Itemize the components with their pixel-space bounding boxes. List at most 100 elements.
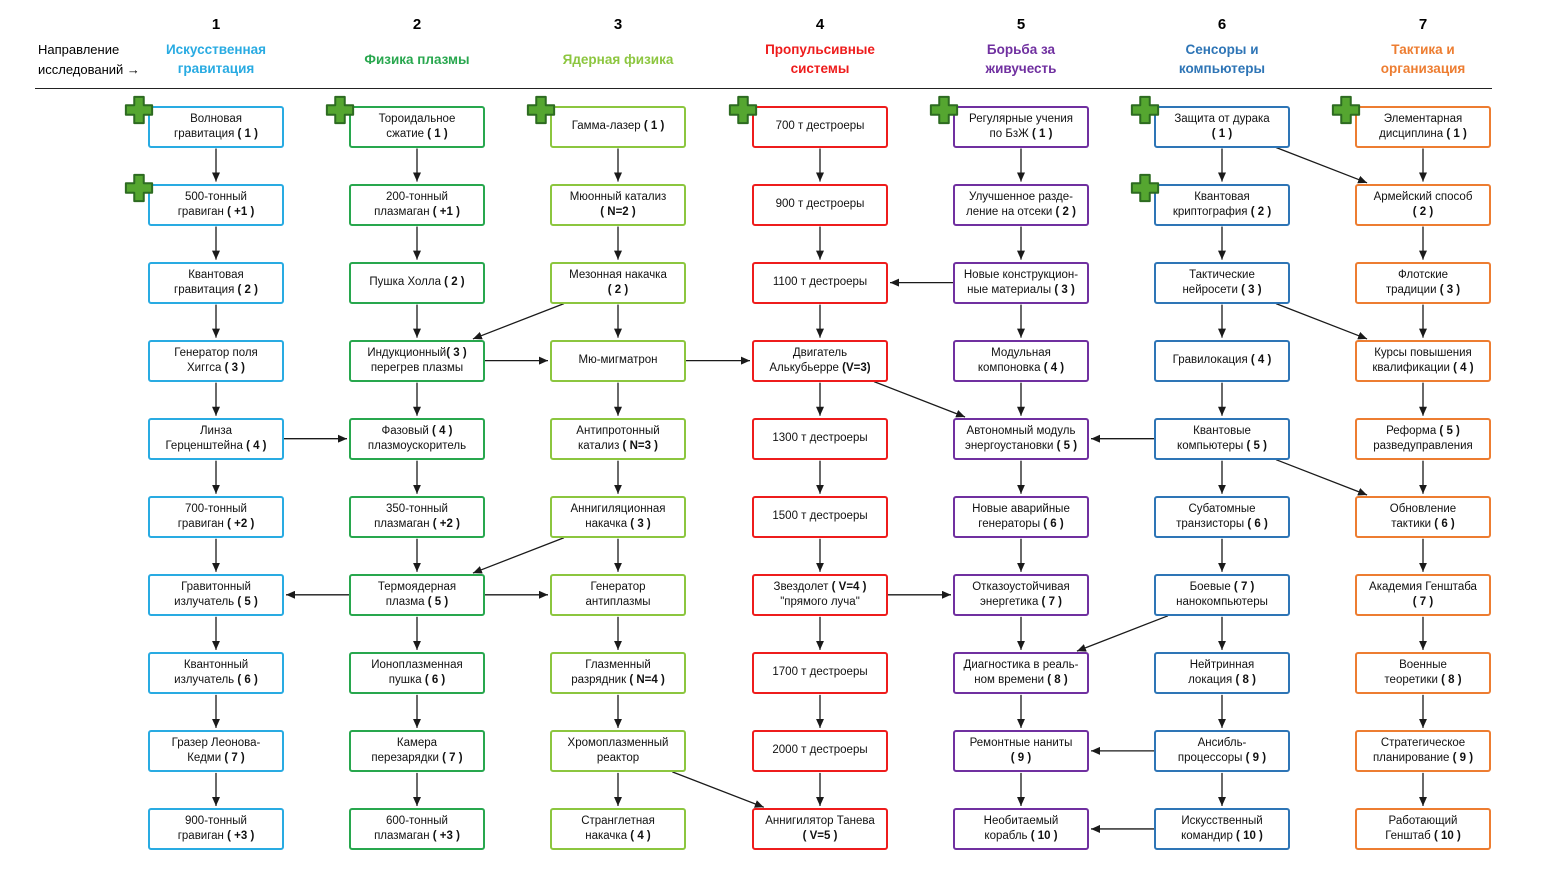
tech-node: 1700 т дестроеры bbox=[752, 651, 888, 694]
column-title: Тактика и организация bbox=[1348, 35, 1498, 85]
arrow bbox=[672, 771, 765, 808]
tech-node: Фазовый ( 4 )плазмоускоритель bbox=[349, 417, 485, 460]
arrow bbox=[873, 381, 966, 418]
tech-node: 1500 т дестроеры bbox=[752, 495, 888, 538]
plus-icon bbox=[728, 95, 758, 124]
column-title-line: Ядерная физика bbox=[562, 51, 674, 67]
column-number: 6 bbox=[1217, 16, 1227, 33]
column-title-line: живучесть bbox=[985, 61, 1057, 76]
column-title: Сенсоры и компьютеры bbox=[1147, 35, 1297, 85]
column-title-line: системы bbox=[790, 61, 850, 76]
tech-node: Мю-мигматрон bbox=[550, 339, 686, 382]
tech-node: Защита от дурака( 1 ) bbox=[1154, 105, 1290, 148]
column-title: Пропульсивные системы bbox=[745, 35, 895, 85]
tech-node: Мюонный катализ( N=2 ) bbox=[550, 183, 686, 226]
tech-node: 1300 т дестроеры bbox=[752, 417, 888, 460]
column-number: 2 bbox=[412, 16, 422, 33]
axis-label-line1: Направление bbox=[38, 42, 120, 57]
plus-icon bbox=[1331, 95, 1361, 124]
tech-node: Диагностика в реаль-ном времени ( 8 ) bbox=[953, 651, 1089, 694]
tech-node: Ансибль-процессоры ( 9 ) bbox=[1154, 729, 1290, 772]
column-number: 1 bbox=[211, 16, 221, 33]
column-title-line: гравитация bbox=[177, 61, 255, 76]
arrow bbox=[1275, 146, 1368, 184]
column-title-line: Пропульсивные bbox=[765, 42, 875, 58]
tech-node: Звездолет ( V=4 )"прямого луча" bbox=[752, 573, 888, 616]
column-title-line: Борьба за bbox=[986, 42, 1056, 58]
tech-node: Ремонтные наниты( 9 ) bbox=[953, 729, 1089, 772]
plus-icon bbox=[124, 173, 154, 202]
arrow bbox=[1275, 459, 1368, 496]
column-title-line: компьютеры bbox=[1178, 61, 1266, 76]
plus-icon bbox=[526, 95, 556, 124]
tech-node: 700 т дестроеры bbox=[752, 105, 888, 148]
tech-node: Академия Генштаба( 7 ) bbox=[1355, 573, 1491, 616]
arrow bbox=[1076, 615, 1169, 652]
column-number: 5 bbox=[1016, 16, 1026, 33]
column-title-line: организация bbox=[1380, 61, 1466, 76]
column-number: 7 bbox=[1418, 16, 1428, 33]
arrow bbox=[472, 537, 565, 574]
axis-label-line2: исследований → bbox=[38, 61, 140, 77]
tech-node: 900 т дестроеры bbox=[752, 183, 888, 226]
tech-node: Мезонная накачка( 2 ) bbox=[550, 261, 686, 304]
column-title-line: Физика плазмы bbox=[364, 51, 470, 67]
tech-node: Улучшенное разде-ление на отсеки ( 2 ) bbox=[953, 183, 1089, 226]
plus-icon bbox=[1130, 173, 1160, 202]
tech-node: Боевые ( 7 )нанокомпьютеры bbox=[1154, 573, 1290, 616]
column-number: 3 bbox=[613, 16, 623, 33]
plus-icon bbox=[1130, 95, 1160, 124]
column-title: Ядерная физика bbox=[543, 35, 693, 85]
column-title: Искусственная гравитация bbox=[141, 35, 291, 85]
header-divider bbox=[35, 88, 1492, 89]
tech-node: Гразер Леонова-Кедми ( 7 ) bbox=[148, 729, 284, 772]
column-title-line: Сенсоры и bbox=[1185, 42, 1259, 58]
tech-node: Пушка Холла ( 2 ) bbox=[349, 261, 485, 304]
plus-icon bbox=[325, 95, 355, 124]
column-title-line: Искусственная bbox=[165, 42, 267, 58]
tech-node: 2000 т дестроеры bbox=[752, 729, 888, 772]
tech-node: Гамма-лазер ( 1 ) bbox=[550, 105, 686, 148]
tech-node: Реформа ( 5 )разведуправления bbox=[1355, 417, 1491, 460]
axis-label: Направление исследований → bbox=[38, 40, 140, 79]
tech-node: Гравилокация ( 4 ) bbox=[1154, 339, 1290, 382]
tech-node: Индукционный( 3 )перегрев плазмы bbox=[349, 339, 485, 382]
column-title-line: Тактика и bbox=[1391, 42, 1455, 58]
